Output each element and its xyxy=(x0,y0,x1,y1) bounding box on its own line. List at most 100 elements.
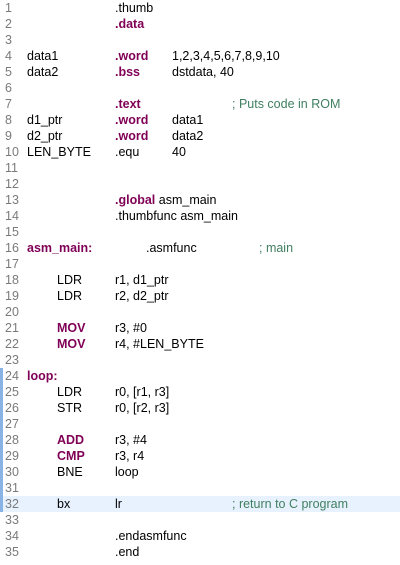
code-instruction: BNE xyxy=(57,465,83,479)
code-operand: .word xyxy=(115,49,149,63)
line-number: 13 xyxy=(5,193,19,207)
code-instruction: bx xyxy=(57,497,71,511)
code-instruction: LDR xyxy=(57,385,83,399)
line-number: 1 xyxy=(5,1,12,15)
code-operand: r1, d1_ptr xyxy=(115,273,169,287)
change-marker xyxy=(0,496,3,512)
code-line[interactable]: 20 xyxy=(0,304,400,320)
code-line[interactable]: 14.thumbfunc asm_main xyxy=(0,208,400,224)
code-instruction: MOV xyxy=(57,321,86,335)
line-number: 33 xyxy=(5,513,19,527)
code-line[interactable]: 13.global asm_main xyxy=(0,192,400,208)
code-line[interactable]: 4 data1 .word 1,2,3,4,5,6,7,8,9,10 xyxy=(0,48,400,64)
code-line[interactable]: 7 .text ; Puts code in ROM xyxy=(0,96,400,112)
change-marker xyxy=(0,464,3,480)
code-comment: ; main xyxy=(259,241,294,255)
line-number: 26 xyxy=(5,401,19,415)
line-number: 16 xyxy=(5,241,19,255)
code-line[interactable]: 30 BNE loop xyxy=(0,464,400,480)
code-arguments: data2 xyxy=(172,129,204,143)
code-operand: loop xyxy=(115,465,139,479)
code-line[interactable]: 33 xyxy=(0,512,400,528)
code-operand: .end xyxy=(115,545,140,559)
code-instruction: STR xyxy=(57,401,82,415)
line-number: 7 xyxy=(5,97,12,111)
code-instruction: CMP xyxy=(57,449,85,463)
code-instruction: LDR xyxy=(57,273,83,287)
line-number: 5 xyxy=(5,65,12,79)
code-operand: .bss xyxy=(115,65,141,79)
code-line[interactable]: 34.endasmfunc xyxy=(0,528,400,544)
code-line[interactable]: 12 xyxy=(0,176,400,192)
line-number: 28 xyxy=(5,433,19,447)
code-line[interactable]: 6 xyxy=(0,80,400,96)
change-marker xyxy=(0,416,3,432)
line-number: 29 xyxy=(5,449,19,463)
code-line[interactable]: 3 xyxy=(0,32,400,48)
code-line[interactable]: 11 xyxy=(0,160,400,176)
line-number: 10 xyxy=(5,145,19,159)
code-line[interactable]: 35 .end xyxy=(0,544,400,560)
code-line[interactable]: 15 xyxy=(0,224,400,240)
line-number: 32 xyxy=(5,497,19,511)
line-number: 8 xyxy=(5,113,12,127)
line-number: 17 xyxy=(5,257,19,271)
code-operand: r0, [r2, r3] xyxy=(115,401,170,415)
code-label: d1_ptr xyxy=(27,113,63,127)
code-operand: .endasmfunc xyxy=(115,529,187,543)
change-marker xyxy=(0,448,3,464)
code-label: data2 xyxy=(27,65,59,79)
code-line[interactable]: 23 xyxy=(0,352,400,368)
line-number: 14 xyxy=(5,209,19,223)
line-number: 18 xyxy=(5,273,19,287)
code-line[interactable]: 31 xyxy=(0,480,400,496)
change-marker xyxy=(0,432,3,448)
code-line[interactable]: 18 LDR r1, d1_ptr xyxy=(0,272,400,288)
code-arguments: 1,2,3,4,5,6,7,8,9,10 xyxy=(172,49,280,63)
code-line[interactable]: 26 STR r0, [r2, r3] xyxy=(0,400,400,416)
line-number: 35 xyxy=(5,545,19,559)
code-comment: ; return to C program xyxy=(232,497,349,511)
line-number: 3 xyxy=(5,33,12,47)
line-number: 15 xyxy=(5,225,19,239)
line-number: 12 xyxy=(5,177,19,191)
code-line[interactable]: 22 MOV r4, #LEN_BYTE xyxy=(0,336,400,352)
line-number: 22 xyxy=(5,337,19,351)
code-operand: .text xyxy=(115,97,141,111)
code-operand: r2, d2_ptr xyxy=(115,289,169,303)
line-number: 27 xyxy=(5,417,19,431)
change-marker xyxy=(0,480,3,496)
code-arguments: 40 xyxy=(172,145,186,159)
code-operand: r4, #LEN_BYTE xyxy=(115,337,204,351)
code-line[interactable]: 2.data xyxy=(0,16,400,32)
line-number: 4 xyxy=(5,49,12,63)
code-line[interactable]: 1 .thumb xyxy=(0,0,400,16)
code-operand: .data xyxy=(115,17,145,31)
code-label: loop: xyxy=(27,369,58,383)
code-comment: ; Puts code in ROM xyxy=(232,97,341,111)
line-number: 30 xyxy=(5,465,19,479)
code-operand: .equ xyxy=(115,145,140,159)
code-line[interactable]: 17 xyxy=(0,256,400,272)
code-operand: .thumb xyxy=(115,1,154,15)
line-number: 23 xyxy=(5,353,19,367)
code-label: data1 xyxy=(27,49,59,63)
line-number: 6 xyxy=(5,81,12,95)
line-number: 19 xyxy=(5,289,19,303)
code-line[interactable]: 27 xyxy=(0,416,400,432)
line-number: 11 xyxy=(5,161,18,175)
code-instruction: MOV xyxy=(57,337,86,351)
